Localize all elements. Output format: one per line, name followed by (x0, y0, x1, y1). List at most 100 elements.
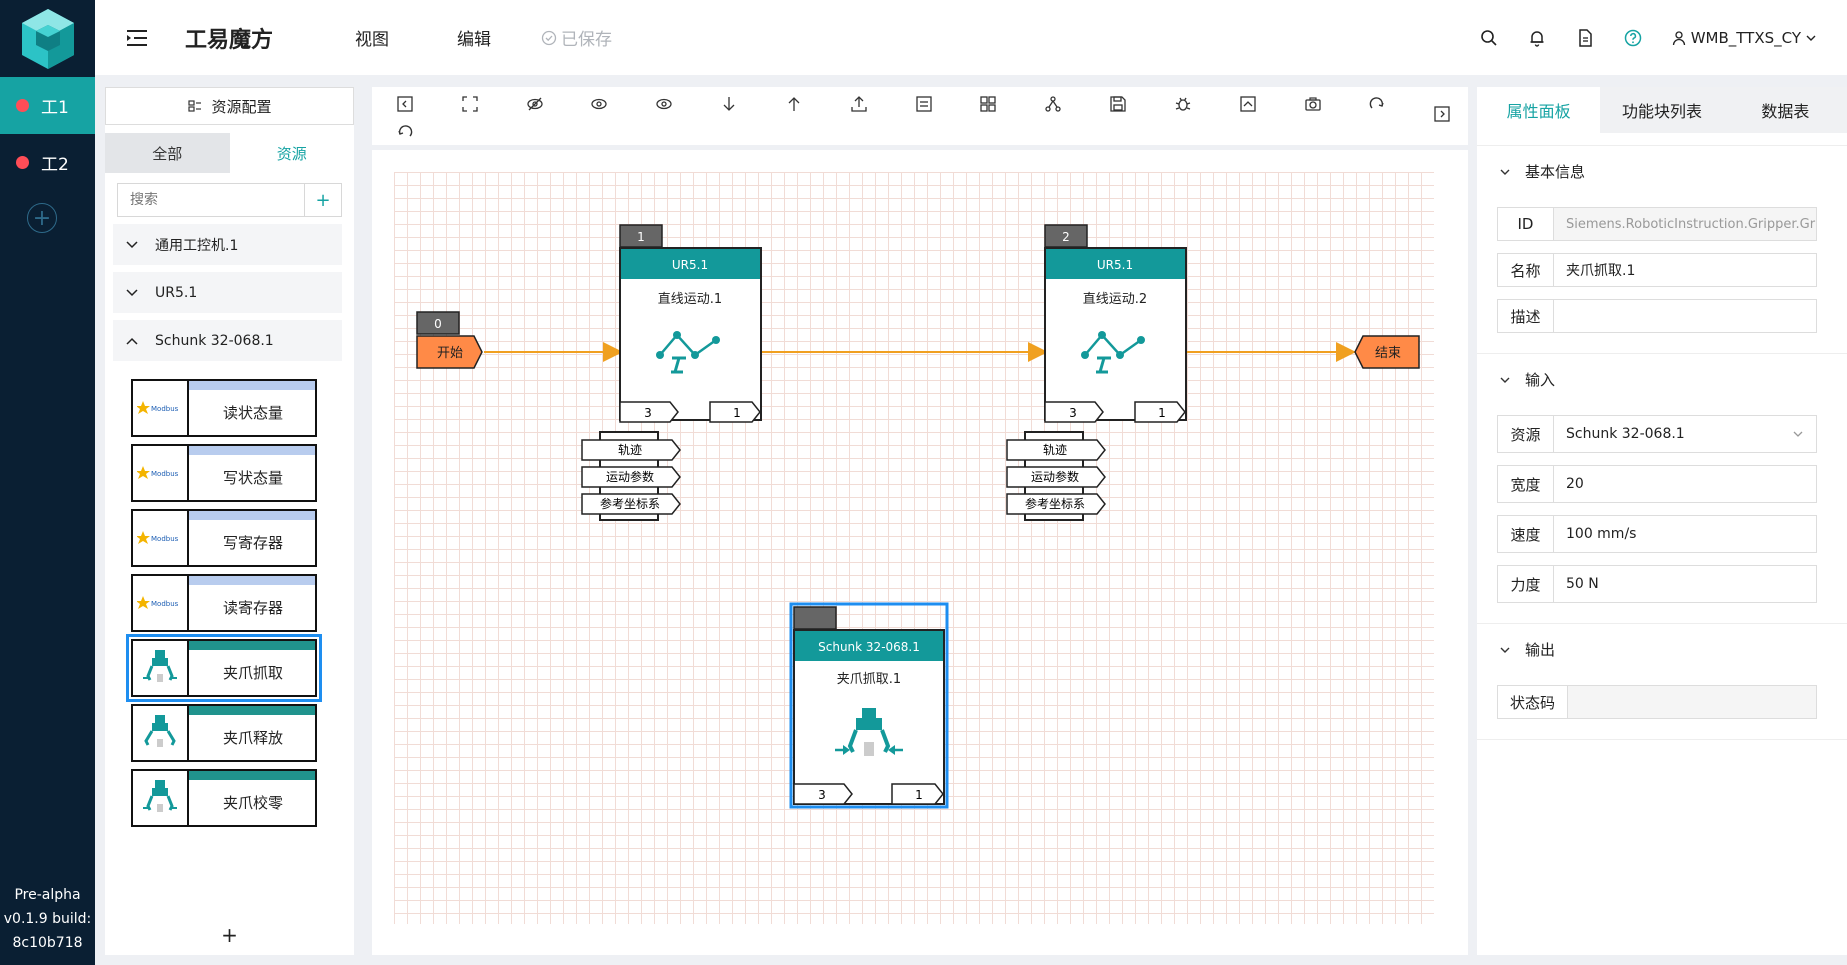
node-port-left[interactable] (1044, 401, 1104, 423)
block-gripper-grab[interactable]: 夹爪抓取 (126, 634, 322, 702)
redo-icon[interactable] (1368, 95, 1386, 113)
search-icon[interactable] (1479, 28, 1499, 48)
input-port[interactable] (1006, 439, 1106, 461)
grid-layout-icon[interactable] (979, 95, 997, 113)
tree-item-schunk[interactable]: Schunk 32-068.1 (113, 320, 342, 361)
menu-fold-icon[interactable] (125, 26, 149, 50)
document-icon[interactable] (1575, 28, 1595, 48)
robot-motion-icon (1081, 331, 1145, 374)
block-label: 夹爪释放 (222, 729, 283, 747)
force-input[interactable]: 50 N (1566, 576, 1599, 592)
description-input[interactable] (1554, 300, 1816, 332)
node-port-right[interactable] (1134, 401, 1186, 423)
property-panel: 属性面板 功能块列表 数据表 基本信息 ID Siemens.RoboticIn… (1477, 87, 1847, 955)
bell-icon[interactable] (1527, 28, 1547, 48)
flow-node-gripper[interactable]: Schunk 32-068.1 夹爪抓取.1 3 1 (789, 602, 949, 809)
field-label: 速度 (1498, 516, 1554, 552)
resource-config-button[interactable]: 资源配置 (105, 87, 354, 125)
input-port[interactable] (1006, 493, 1106, 515)
flow-canvas[interactable]: 0 开始 1 UR5.1 直线运动.1 3 1 轨迹 运动参数 (372, 150, 1468, 955)
block-label: 夹爪校零 (222, 794, 283, 812)
section-output-header[interactable]: 输出 (1477, 623, 1847, 675)
layout-icon[interactable] (915, 95, 933, 113)
block-read-status[interactable]: Modbus 读状态量 (131, 379, 317, 437)
cube-logo-icon (21, 8, 74, 69)
input-port[interactable] (581, 466, 681, 488)
status-dot-icon (16, 99, 29, 112)
check-circle-icon (541, 30, 557, 45)
nav-view[interactable]: 视图 (355, 30, 390, 50)
start-id: 0 (434, 317, 442, 331)
section-input: 资源 Schunk 32-068.1 宽度 20 速度 100 mm/s 力度 … (1477, 405, 1847, 623)
eye-icon[interactable] (590, 95, 608, 113)
vendor-logo-text: Modbus (151, 535, 179, 543)
chevron-down-icon (1806, 35, 1816, 41)
tab-function-blocks[interactable]: 功能块列表 (1621, 102, 1702, 121)
block-gripper-zero[interactable]: 夹爪校零 (131, 769, 317, 827)
vendor-logo-text: Modbus (151, 405, 179, 413)
node-name: 直线运动.2 (1083, 292, 1147, 307)
nav-edit[interactable]: 编辑 (457, 30, 492, 50)
add-resource-button[interactable]: + (305, 183, 342, 217)
flow-graph: 0 开始 1 UR5.1 直线运动.1 3 1 轨迹 运动参数 (416, 224, 1420, 809)
undo-icon[interactable] (396, 123, 414, 141)
flow-node-2[interactable]: 2 UR5.1 直线运动.2 3 1 轨迹 运动参数 参考坐标系 (1006, 224, 1187, 521)
block-read-register[interactable]: Modbus 读寄存器 (131, 574, 317, 632)
eye-alt-icon[interactable] (655, 95, 673, 113)
add-block-button[interactable]: + (221, 923, 238, 947)
network-icon[interactable] (1044, 95, 1062, 113)
speed-input[interactable]: 100 mm/s (1566, 526, 1637, 542)
camera-icon[interactable] (1304, 95, 1322, 113)
upload-icon[interactable] (850, 95, 868, 113)
node-port-right[interactable] (891, 783, 944, 805)
arrow-down-icon[interactable] (720, 95, 738, 113)
add-workspace-button[interactable]: + (27, 203, 57, 233)
tab-resources[interactable]: 资源 (276, 144, 307, 163)
width-input[interactable]: 20 (1566, 476, 1584, 492)
tree-item-ur5[interactable]: UR5.1 (113, 272, 342, 313)
flow-node-1[interactable]: 1 UR5.1 直线运动.1 3 1 轨迹 运动参数 参考坐标系 (581, 224, 762, 521)
collapse-left-icon[interactable] (396, 95, 414, 113)
node-port-left[interactable] (793, 783, 853, 805)
image-frame-icon[interactable] (1239, 95, 1257, 113)
block-write-register[interactable]: Modbus 写寄存器 (131, 509, 317, 567)
node-name: 直线运动.1 (658, 292, 722, 307)
tab-all[interactable]: 全部 (105, 133, 230, 173)
name-input[interactable]: 夹爪抓取.1 (1566, 263, 1636, 279)
node-port-right[interactable] (709, 401, 761, 423)
workspace-tab-1[interactable]: 工1 (0, 77, 95, 134)
input-port[interactable] (1006, 466, 1106, 488)
node-port-left[interactable] (619, 401, 679, 423)
tree-item-ipc[interactable]: 通用工控机.1 (113, 224, 342, 265)
tab-properties[interactable]: 属性面板 (1477, 87, 1601, 133)
input-port-label: 轨迹 (618, 443, 642, 457)
tab-data-table[interactable]: 数据表 (1761, 102, 1810, 121)
block-gripper-release[interactable]: 夹爪释放 (131, 704, 317, 762)
section-input-header[interactable]: 输入 (1477, 353, 1847, 405)
workspace-tab-2[interactable]: 工2 (0, 134, 95, 191)
save-icon[interactable] (1109, 95, 1127, 113)
search-input[interactable] (117, 183, 305, 217)
input-port[interactable] (581, 439, 681, 461)
port-left-label: 3 (1069, 406, 1077, 420)
eye-off-icon[interactable] (526, 95, 544, 113)
end-node[interactable]: 结束 (1354, 335, 1420, 369)
arrow-up-icon[interactable] (785, 95, 803, 113)
user-menu[interactable]: WMB_TTXS_CY (1671, 29, 1817, 47)
field-speed: 速度 100 mm/s (1497, 515, 1817, 553)
start-node[interactable]: 0 开始 (416, 311, 483, 369)
resource-select[interactable]: Schunk 32-068.1 (1554, 416, 1816, 452)
app-header: 工易魔方 视图 编辑 已保存 WMB_TTXS_CY (95, 0, 1847, 75)
help-icon[interactable] (1623, 28, 1643, 48)
vendor-logo-text: Modbus (151, 470, 179, 478)
input-port[interactable] (581, 493, 681, 515)
block-write-status[interactable]: Modbus 写状态量 (131, 444, 317, 502)
bug-icon[interactable] (1174, 95, 1192, 113)
field-resource: 资源 Schunk 32-068.1 (1497, 415, 1817, 453)
section-output: 状态码 (1477, 675, 1847, 740)
collapse-right-icon[interactable] (1433, 105, 1451, 123)
section-basic-header[interactable]: 基本信息 (1477, 145, 1847, 197)
port-left-label: 3 (644, 406, 652, 420)
fullscreen-icon[interactable] (461, 95, 479, 113)
status-dot-icon (16, 156, 29, 169)
